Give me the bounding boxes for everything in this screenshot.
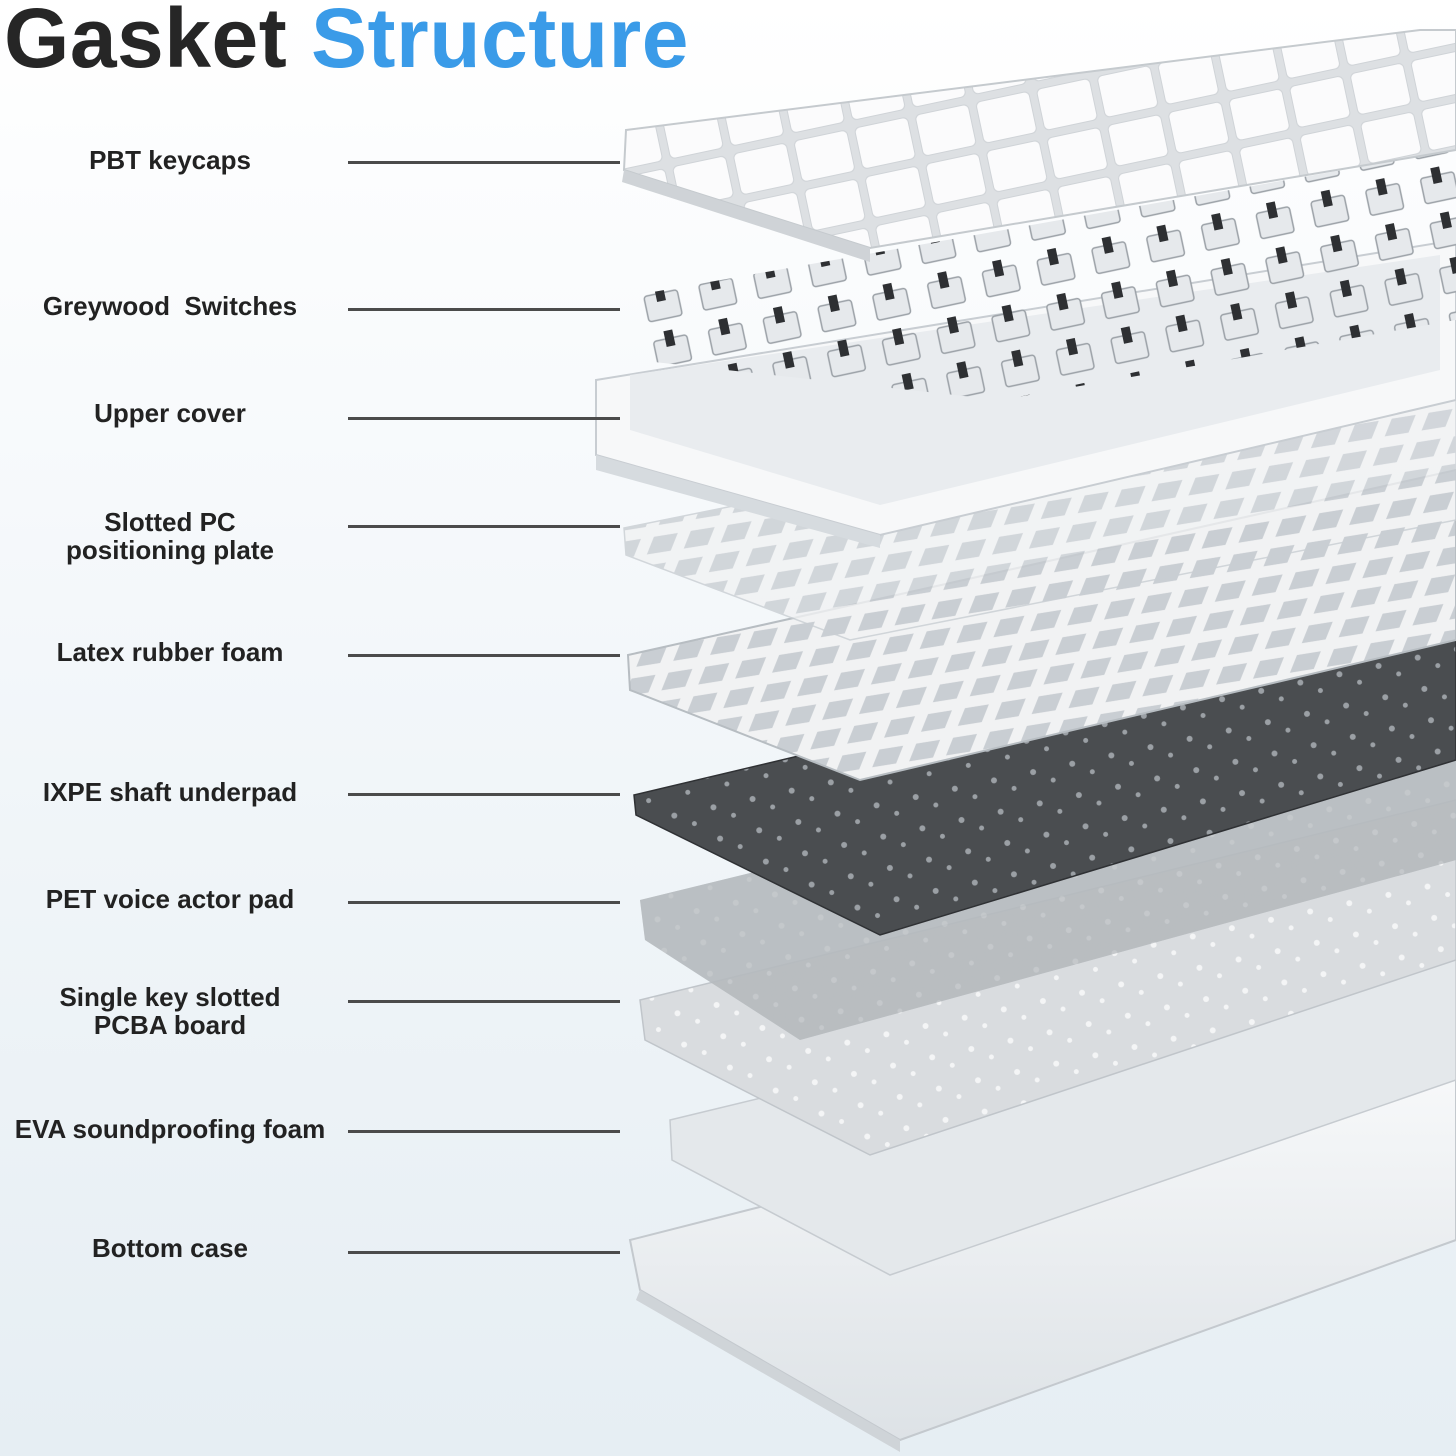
label-pcba-board: Single key slotted PCBA board — [0, 983, 340, 1039]
keycaps-layer — [622, 29, 1456, 262]
label-line: PBT keycaps — [89, 145, 251, 175]
leader-line-pcba-board — [348, 1000, 620, 1003]
page-title: Gasket Structure — [4, 0, 689, 84]
label-ixpe-underpad: IXPE shaft underpad — [0, 778, 340, 806]
label-line: PET voice actor pad — [45, 884, 295, 914]
label-line: Greywood Switches — [42, 291, 298, 321]
leader-line-pet-pad — [348, 901, 620, 904]
label-latex-rubber-foam: Latex rubber foam — [0, 638, 340, 666]
leader-line-pbt-keycaps — [348, 161, 620, 164]
label-line: positioning plate — [66, 535, 274, 565]
label-line: PCBA board — [93, 1010, 247, 1040]
label-bottom-case: Bottom case — [0, 1234, 340, 1262]
switches-layer — [636, 150, 1456, 400]
leader-line-ixpe-underpad — [348, 793, 620, 796]
leader-line-eva-foam — [348, 1130, 620, 1133]
title-word-structure: Structure — [311, 0, 689, 85]
label-line: IXPE shaft underpad — [42, 777, 298, 807]
label-line: Slotted PC — [104, 507, 236, 537]
label-line: Latex rubber foam — [56, 637, 284, 667]
leader-line-upper-cover — [348, 417, 620, 420]
leader-line-bottom-case — [348, 1251, 620, 1254]
label-line: Single key slotted — [59, 982, 281, 1012]
label-pet-pad: PET voice actor pad — [0, 885, 340, 913]
leader-line-latex-rubber-foam — [348, 654, 620, 657]
leader-line-greywood-switches — [348, 308, 620, 311]
label-eva-foam: EVA soundproofing foam — [0, 1115, 340, 1143]
leader-line-slotted-pc-plate — [348, 525, 620, 528]
label-line: Upper cover — [94, 398, 246, 428]
label-line: EVA soundproofing foam — [14, 1114, 326, 1144]
label-line: Bottom case — [91, 1233, 249, 1263]
label-upper-cover: Upper cover — [0, 399, 340, 427]
label-pbt-keycaps: PBT keycaps — [0, 146, 340, 174]
label-greywood-switches: Greywood Switches — [0, 292, 340, 320]
title-word-gasket: Gasket — [4, 0, 288, 85]
label-slotted-pc-plate: Slotted PC positioning plate — [0, 508, 340, 564]
